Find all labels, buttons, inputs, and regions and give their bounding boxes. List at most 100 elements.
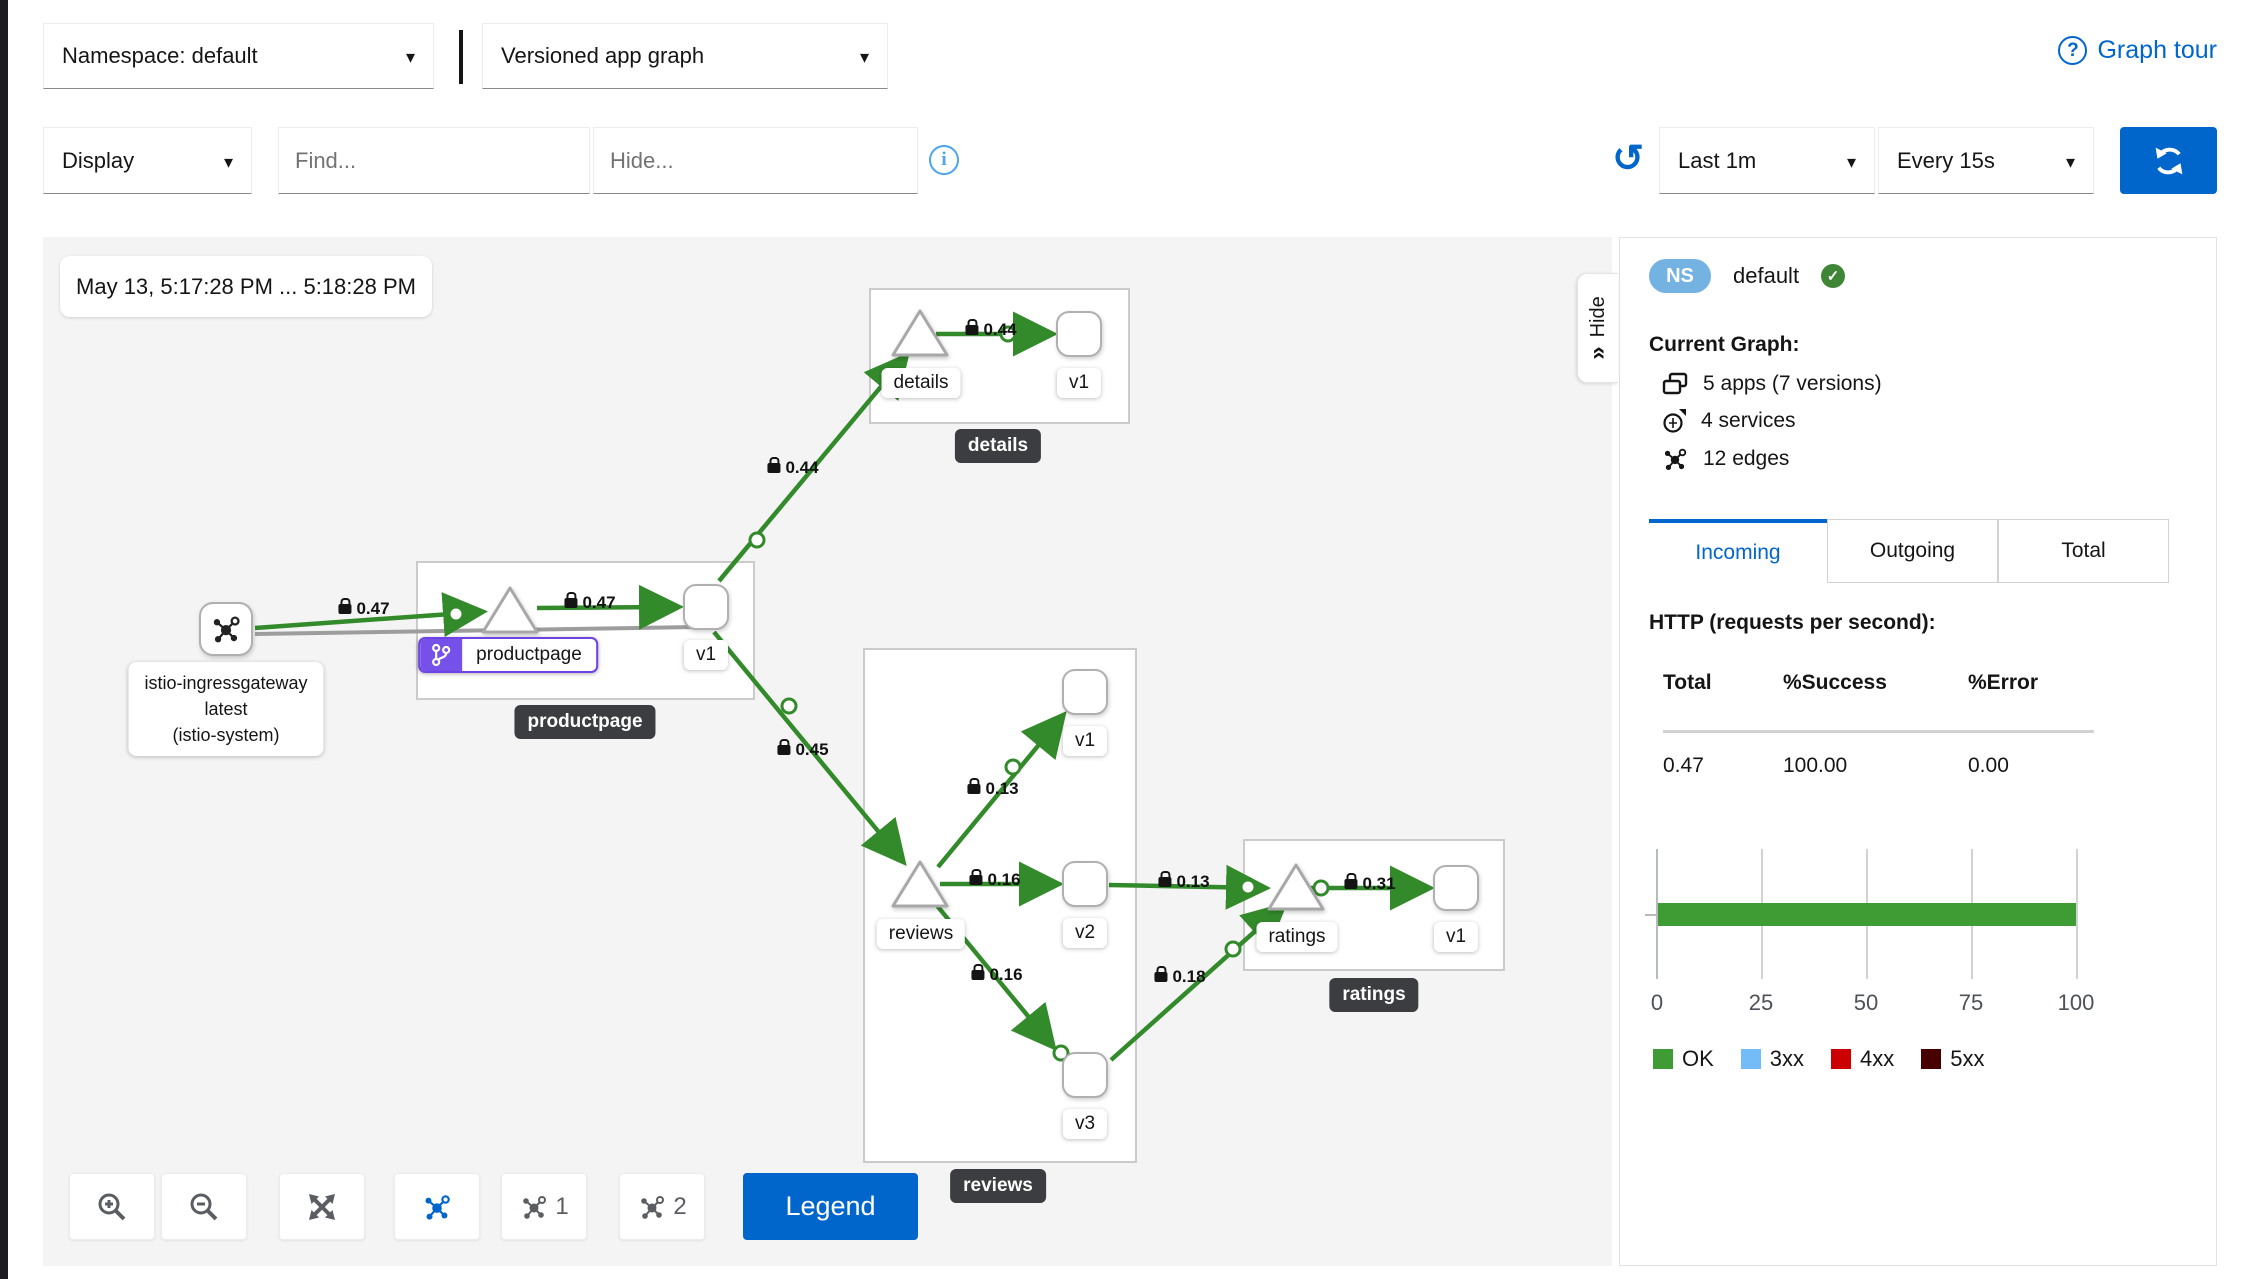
chart-y-axis (1656, 849, 1658, 979)
node-details-app[interactable] (889, 306, 951, 360)
time-range-select[interactable]: Last 1m (1659, 127, 1875, 194)
tab-total[interactable]: Total (1998, 519, 2169, 583)
legend-4xx: 4xx (1831, 1046, 1894, 1072)
reviews-group-tooltip: reviews (950, 1169, 1046, 1203)
ratings-app-label: ratings (1256, 922, 1338, 952)
details-app-label: details (881, 368, 961, 398)
node-ratings-app[interactable] (1265, 860, 1327, 914)
tick-50: 50 (1853, 990, 1879, 1015)
namespace-select[interactable]: Namespace: default (43, 23, 434, 89)
edge-label-productpage-details: 0.44 (767, 457, 819, 478)
productpage-group-tooltip: productpage (514, 705, 656, 739)
branch-icon (432, 643, 451, 667)
traffic-tabs: Incoming Outgoing Total (1649, 519, 2169, 583)
replay-history-icon[interactable] (1604, 133, 1652, 185)
edge-label-v3-ratings: 0.18 (1154, 966, 1206, 987)
node-details-v1[interactable] (1056, 311, 1102, 357)
chevron-down-icon (406, 43, 415, 69)
table-divider (1663, 730, 2094, 733)
namespace-name[interactable]: default (1733, 263, 1800, 288)
hide-input[interactable] (593, 127, 918, 194)
graph-canvas[interactable]: istio-ingressgateway latest (istio-syste… (43, 237, 1618, 1266)
legend-ok: OK (1653, 1046, 1714, 1072)
refresh-interval-select[interactable]: Every 15s (1878, 127, 2094, 194)
services-icon (1663, 409, 1686, 433)
expand-arrows-icon (309, 1193, 335, 1220)
find-input[interactable] (278, 127, 590, 194)
legend-ok-swatch (1653, 1049, 1673, 1069)
fit-to-screen-button[interactable] (279, 1173, 365, 1240)
tick-100: 100 (2057, 990, 2095, 1015)
mtls-lock-icon (971, 964, 985, 980)
chart-category-tick (1645, 914, 1656, 916)
chart-legend: OK 3xx 4xx 5xx (1653, 1046, 1985, 1072)
chevron-down-icon (2066, 148, 2075, 174)
graph-layout-icon (523, 1195, 547, 1219)
mtls-lock-icon (564, 592, 578, 608)
layout-2-button[interactable]: 2 (619, 1173, 705, 1240)
display-dropdown[interactable]: Display (43, 127, 252, 194)
graph-tour-link[interactable]: Graph tour (2058, 36, 2217, 65)
productpage-selected-label[interactable]: productpage (418, 637, 598, 673)
stat-services: 4 services (1661, 408, 1796, 434)
legend-3xx-swatch (1740, 1049, 1761, 1069)
layout-default-button[interactable] (394, 1173, 480, 1240)
mtls-lock-icon (1158, 871, 1172, 887)
node-reviews-v1[interactable] (1062, 669, 1108, 715)
stat-edges-label: 12 edges (1703, 447, 1790, 470)
node-productpage-app[interactable] (479, 583, 541, 637)
edge-label-reviews-v1: 0.13 (967, 778, 1019, 799)
http-table-header: Total %Success %Error (1663, 671, 2039, 694)
http-rps-title: HTTP (requests per second): (1649, 611, 1936, 634)
hide-panel-tab[interactable]: Hide (1577, 273, 1618, 383)
refresh-button[interactable] (2120, 127, 2217, 194)
help-question-icon (2058, 36, 2088, 65)
topbar-divider (459, 30, 463, 84)
mtls-lock-icon (967, 778, 981, 794)
tab-outgoing[interactable]: Outgoing (1827, 519, 1998, 583)
edge-label-ratings-v1: 0.31 (1344, 873, 1396, 894)
node-reviews-v3[interactable] (1062, 1052, 1108, 1098)
reviews-v3-label: v3 (1062, 1109, 1108, 1139)
edge-label-productpage-reviews: 0.45 (777, 739, 829, 760)
time-range-label: Last 1m (1678, 147, 1757, 173)
node-productpage-v1[interactable] (683, 584, 729, 630)
graph-tour-label: Graph tour (2097, 36, 2217, 64)
tick-75: 75 (1958, 990, 1984, 1015)
layout-1-label: 1 (555, 1192, 569, 1220)
tab-incoming[interactable]: Incoming (1649, 519, 1827, 583)
node-reviews-v2[interactable] (1062, 861, 1108, 907)
ratings-v1-label: v1 (1433, 922, 1479, 952)
info-icon[interactable] (929, 145, 959, 175)
refresh-interval-label: Every 15s (1897, 147, 1995, 173)
legend-button[interactable]: Legend (743, 1173, 918, 1240)
productpage-label-text: productpage (476, 644, 582, 665)
productpage-v1-label: v1 (683, 640, 729, 670)
legend-4xx-swatch (1831, 1049, 1852, 1069)
tick-0: 0 (1650, 990, 1664, 1015)
namespace-badge: NS (1649, 259, 1711, 293)
zoom-out-button[interactable] (161, 1173, 247, 1240)
edge-label-reviews-v2: 0.16 (969, 869, 1021, 890)
reviews-v2-label: v2 (1062, 918, 1108, 948)
gridline-100 (2076, 849, 2078, 979)
zoom-in-button[interactable] (69, 1173, 155, 1240)
gateway-label: istio-ingressgateway latest (istio-syste… (128, 662, 324, 757)
edge-label-v2-ratings: 0.13 (1158, 871, 1210, 892)
node-reviews-app[interactable] (889, 857, 951, 911)
current-graph-title: Current Graph: (1649, 333, 1800, 356)
reviews-app-label: reviews (876, 919, 966, 949)
layout-1-button[interactable]: 1 (501, 1173, 587, 1240)
graph-type-select[interactable]: Versioned app graph (482, 23, 888, 89)
edges-graph-icon (1664, 448, 1687, 471)
workload-graph-icon (213, 616, 240, 643)
stat-services-label: 4 services (1701, 409, 1796, 432)
stat-apps-label: 5 apps (7 versions) (1703, 372, 1882, 395)
mtls-lock-icon (1344, 873, 1358, 889)
chevron-down-icon (860, 43, 869, 69)
mtls-lock-icon (767, 457, 781, 473)
mtls-lock-icon (965, 319, 979, 335)
node-istio-ingressgateway[interactable] (199, 602, 253, 656)
node-ratings-v1[interactable] (1433, 865, 1479, 911)
